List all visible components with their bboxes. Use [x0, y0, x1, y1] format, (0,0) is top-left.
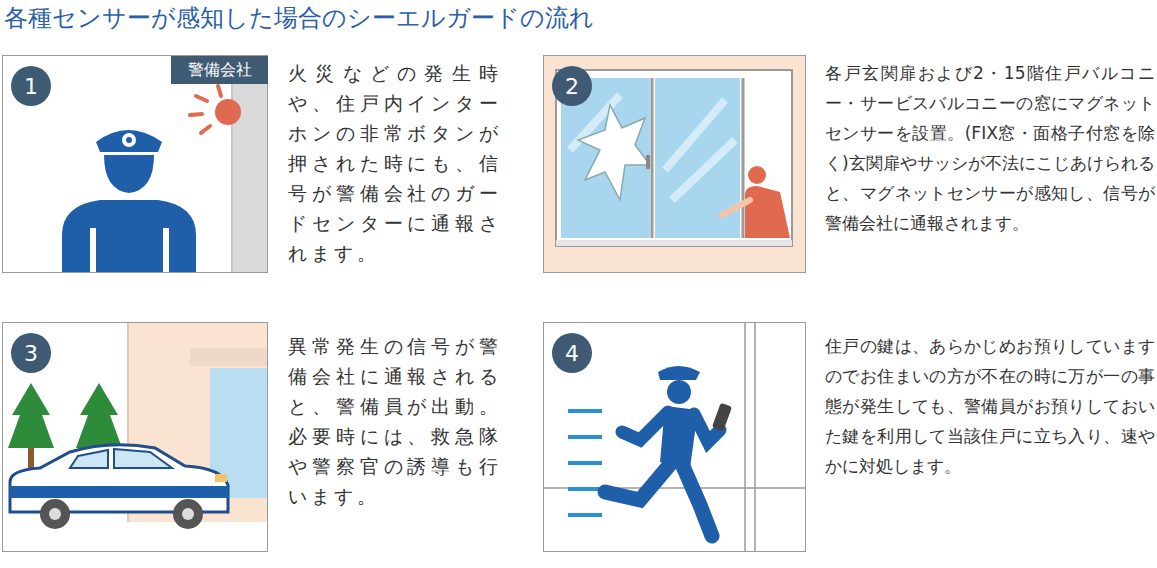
- step-number: 1: [11, 66, 51, 106]
- illustration-panel: 住戸の鍵は、あらかじめお預りしていますのでお住まいの方が不在の時に万が一の事態が…: [543, 322, 806, 552]
- illustration-panel: 各戸玄関扉および2・15階住戸バルコニー・サービスバルコニーの窓にマグネットセン…: [543, 55, 806, 273]
- illustration-panel: 異常発生の信号が警備会社に通報されると、警備員が出動。必要時には、救急隊や警察官…: [2, 322, 268, 552]
- callout-number: 4: [565, 341, 579, 366]
- window-illustration: [543, 55, 806, 273]
- callout-number: 3: [24, 341, 38, 366]
- guard-illustration: [2, 55, 268, 273]
- illustration-panel: 火災などの発生時や、住戸内インターホンの非常ボタンが押された時にも、信号が警備会…: [2, 55, 268, 273]
- patrol-car-illustration: [2, 322, 268, 552]
- step-number: 4: [552, 333, 592, 373]
- diagram-title: 各種センサーが感知した場合のシーエルガードの流れ: [4, 2, 594, 34]
- running-guard-illustration: [543, 322, 806, 552]
- tag-label: 警備会社: [188, 60, 252, 81]
- callout-number: 2: [565, 74, 579, 99]
- description-text: 各戸玄関扉および2・15階住戸バルコニー・サービスバルコニーの窓にマグネットセン…: [825, 58, 1155, 238]
- description-text: 住戸の鍵は、あらかじめお預りしていますのでお住まいの方が不在の時に万が一の事態が…: [825, 331, 1155, 481]
- step-number: 3: [11, 333, 51, 373]
- description-text: 火災などの発生時や、住戸内インターホンの非常ボタンが押された時にも、信号が警備会…: [288, 58, 502, 268]
- step-number: 2: [552, 66, 592, 106]
- description-text: 異常発生の信号が警備会社に通報されると、警備員が出動。必要時には、救急隊や警察官…: [288, 331, 502, 511]
- company-tag: 警備会社: [171, 56, 268, 84]
- callout-number: 1: [24, 74, 38, 99]
